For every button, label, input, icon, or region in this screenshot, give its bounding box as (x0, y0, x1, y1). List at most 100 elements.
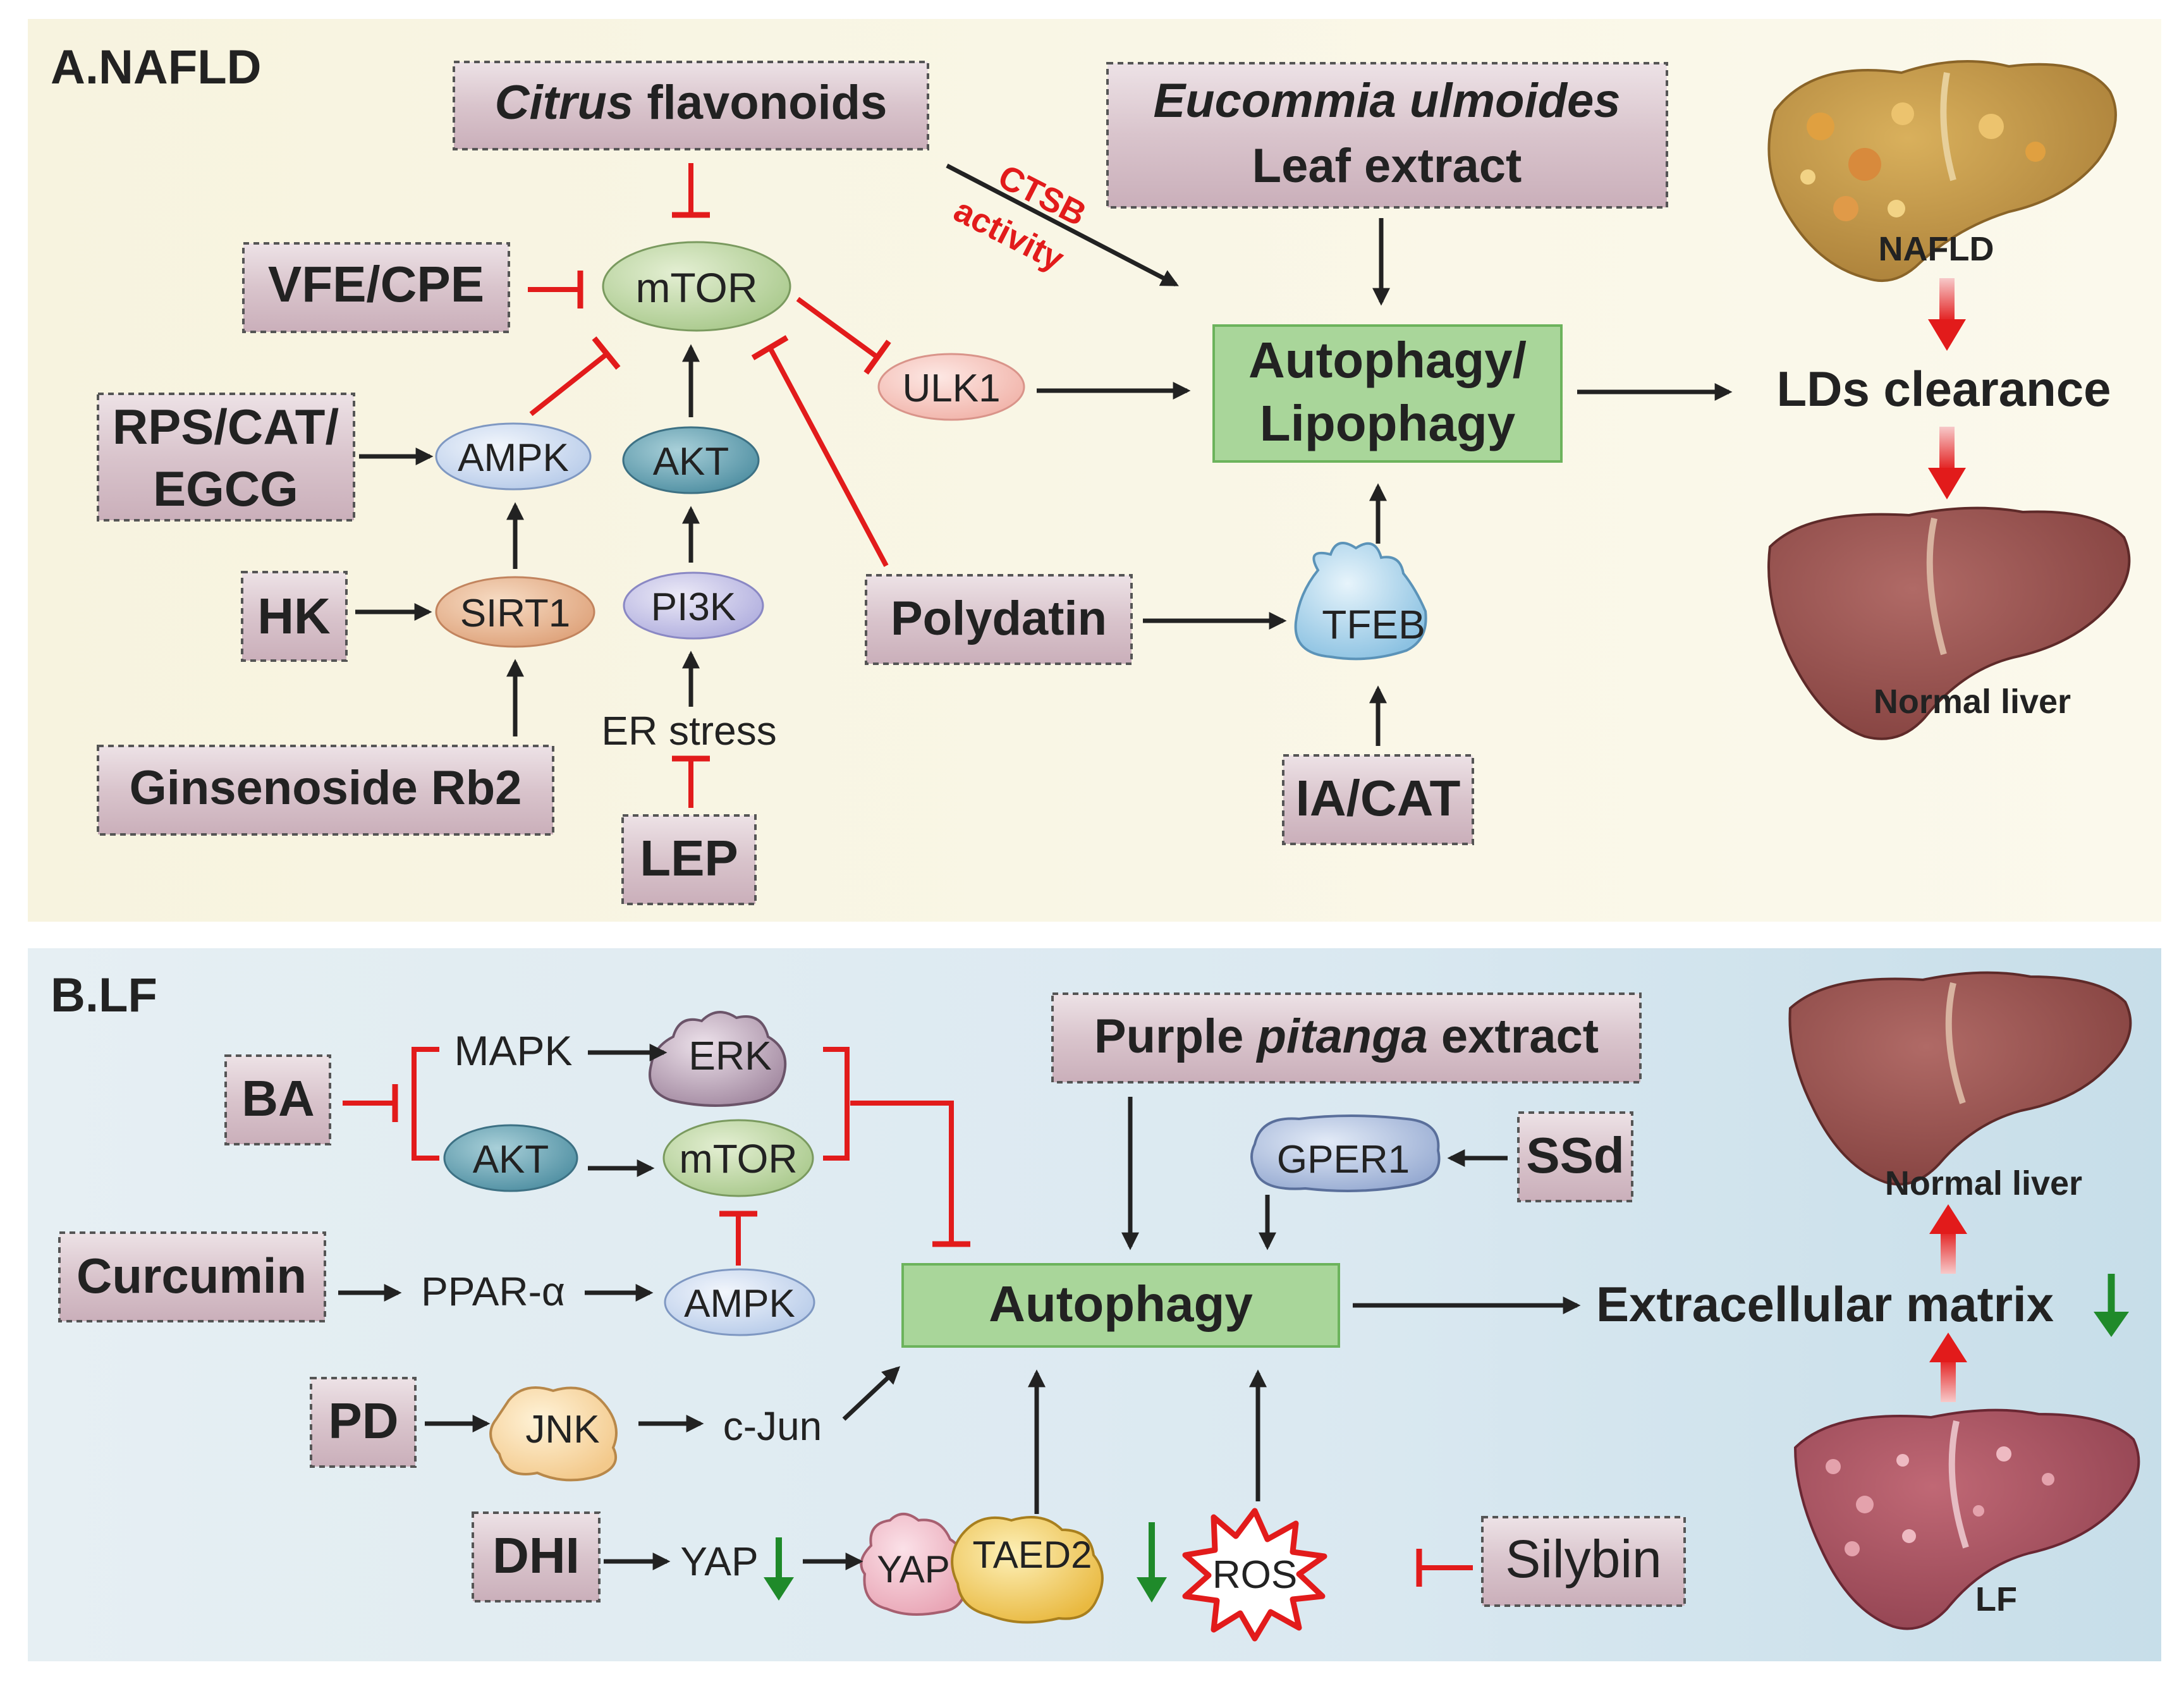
dhi-box (472, 1511, 601, 1602)
ros-label: ROS (1212, 1553, 1297, 1597)
lds-down-arrow-head (1928, 468, 1966, 499)
nafld-liver-image (1767, 60, 2117, 283)
normal-liver-label-b: Normal liver (1885, 1164, 2082, 1202)
gper1-label: GPER1 (1277, 1138, 1410, 1181)
autophagy-lipophagy-line1: Autophagy/ (1248, 332, 1527, 388)
mtor-label-a: mTOR (635, 264, 757, 311)
ppar-label: PPAR-α (421, 1269, 565, 1314)
akt-node-b (443, 1124, 578, 1192)
ia-cat-label: IA/CAT (1296, 770, 1461, 826)
autophagy-lipophagy-box (1212, 324, 1563, 463)
inhibit-bracket-to-autophagy (850, 1101, 954, 1244)
vfe-cpe-box (242, 242, 510, 333)
lds-clearance-label: LDs clearance (1777, 361, 2111, 417)
arrow-cjun-to-autophagy (842, 1366, 901, 1421)
ginsenoside-label: Ginsenoside Rb2 (130, 761, 522, 815)
lf-up-arrow-upper-head (1929, 1204, 1967, 1234)
ampk-label-a: AMPK (458, 436, 569, 480)
lep-label: LEP (640, 830, 738, 886)
pd-label: PD (328, 1393, 398, 1449)
taed2-label: TAED2 (973, 1534, 1092, 1576)
jnk-node (489, 1386, 618, 1482)
eucommia-label-line2: Leaf extract (1252, 139, 1522, 193)
dhi-label: DHI (492, 1527, 580, 1584)
inhibit-polydatin-mtor-bar (751, 335, 789, 360)
ampk-node-b (664, 1268, 815, 1336)
ecm-label: Extracellular matrix (1596, 1276, 2054, 1332)
er-stress-label: ER stress (601, 708, 776, 754)
inhibit-ampk-mtor (529, 351, 609, 417)
mtor-node-a (602, 241, 791, 332)
panel-b-label: B.LF (51, 968, 157, 1022)
silybin-box (1481, 1516, 1686, 1607)
purple-pitanga-box (1051, 992, 1642, 1084)
complex-down-arrow-head (1137, 1577, 1167, 1602)
nafld-liver-label: NAFLD (1879, 230, 1994, 268)
ssd-label: SSd (1526, 1127, 1625, 1183)
rps-cat-egcg-line2: EGCG (153, 461, 298, 516)
polydatin-label: Polydatin (891, 592, 1107, 645)
pi3k-node-a (623, 571, 764, 640)
ampk-node-a (435, 422, 592, 491)
nafld-down-arrow-shaft (1939, 278, 1955, 322)
rps-cat-egcg-line1: RPS/CAT/ (113, 399, 339, 455)
ssd-box (1517, 1111, 1633, 1202)
mtor-label-b: mTOR (679, 1136, 797, 1181)
autophagy-box-b (901, 1263, 1340, 1348)
curcumin-box (58, 1231, 326, 1322)
lf-up-arrow-lower-head (1929, 1333, 1967, 1362)
lf-liver-label: LF (1975, 1580, 2017, 1618)
tfeb-label-a: TFEB (1322, 602, 1425, 647)
inhibit-ampk-mtor-bar (592, 336, 621, 370)
taed2-node (951, 1516, 1104, 1624)
eucommia-label-italic: Eucommia ulmoides (1153, 74, 1620, 128)
pi3k-label-a: PI3K (651, 585, 736, 629)
yap-complex-label: YAP (877, 1548, 950, 1590)
eucommia-box (1106, 62, 1668, 209)
normal-liver-image-b (1788, 971, 2132, 1186)
arrow-citrus-to-autophagy (946, 163, 1179, 287)
citrus-flavonoids-label: Citrus flavonoids (495, 76, 888, 130)
erk-node (649, 1011, 787, 1107)
akt-label-a: AKT (653, 440, 729, 484)
inhibit-mtor-ulk1 (796, 296, 879, 360)
polydatin-box (865, 574, 1133, 665)
mapk-label: MAPK (454, 1027, 572, 1074)
normal-liver-image-a (1767, 506, 2131, 740)
citrus-flavonoids-box (453, 61, 929, 150)
inhibit-mtor-ulk1-bar (863, 339, 891, 375)
ginsenoside-box (97, 745, 554, 836)
tfeb-node-a (1294, 542, 1427, 661)
lf-up-arrow-lower-shaft (1941, 1358, 1956, 1402)
rps-cat-egcg-box (97, 393, 355, 522)
akt-node-a (622, 426, 760, 494)
ba-box (224, 1054, 331, 1145)
yap-down-arrow-head (764, 1577, 794, 1601)
hk-box (241, 571, 348, 662)
normal-liver-label-a: Normal liver (1874, 683, 2071, 721)
sirt1-label-a: SIRT1 (460, 592, 571, 635)
lf-up-arrow-upper-shaft (1941, 1230, 1956, 1274)
ulk1-label-a: ULK1 (902, 367, 1000, 410)
ecm-down-arrow-head (2094, 1312, 2129, 1337)
vfe-cpe-label: VFE/CPE (268, 256, 484, 312)
gper1-node (1250, 1114, 1441, 1192)
nafld-down-arrow-head (1928, 319, 1966, 351)
sirt1-node-a (435, 576, 595, 648)
erk-label: ERK (688, 1033, 772, 1078)
hk-label: HK (257, 588, 331, 644)
yap-label: YAP (680, 1539, 758, 1584)
ia-cat-box (1282, 754, 1474, 845)
ros-node (1182, 1508, 1327, 1642)
pd-box (310, 1377, 417, 1468)
ulk1-node-a (877, 353, 1025, 421)
inhibit-polydatin-mtor (767, 346, 889, 567)
lep-box (621, 814, 757, 905)
curcumin-label: Curcumin (76, 1248, 307, 1303)
jnk-label: JNK (525, 1408, 599, 1451)
purple-pitanga-label: Purple pitanga extract (1094, 1010, 1599, 1063)
ba-label: BA (241, 1070, 315, 1126)
mtor-node-b (662, 1119, 814, 1197)
akt-label-b: AKT (473, 1138, 549, 1181)
